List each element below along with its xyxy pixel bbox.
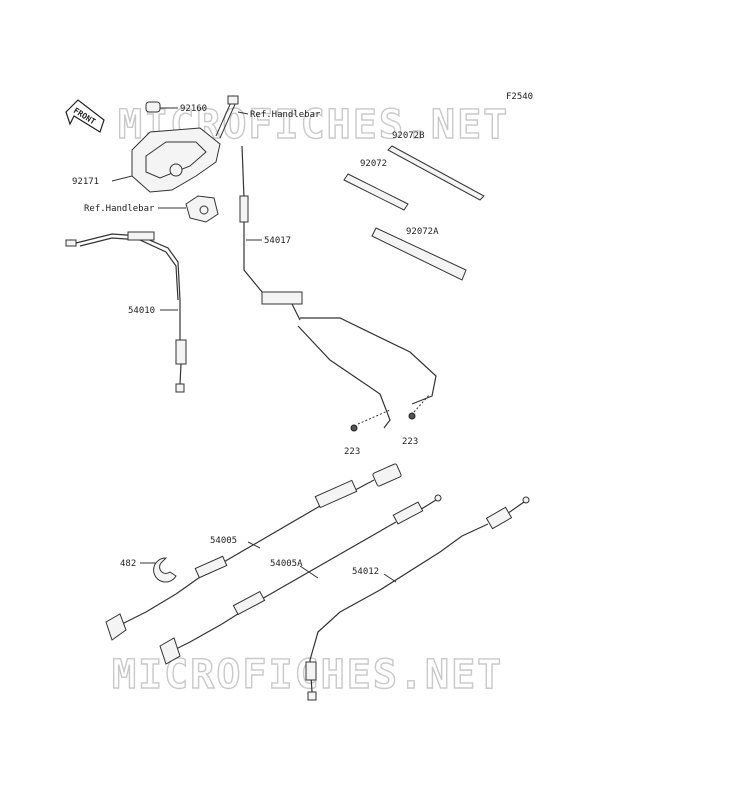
label-92160: 92160 (180, 104, 207, 114)
part-92160-cap (145, 101, 178, 113)
label-54010: 54010 (128, 306, 155, 316)
bolt-part (215, 95, 249, 139)
label-54005: 54005 (210, 536, 237, 546)
label-223-left: 223 (344, 447, 360, 457)
part-482-clip (140, 557, 177, 583)
part-92072B-band (387, 145, 485, 201)
label-54005A: 54005A (270, 559, 303, 569)
front-arrow-icon: FRONT (65, 99, 105, 133)
ref-handlebar-left: Ref.Handlebar (84, 204, 155, 214)
diagram-id: F2540 (506, 92, 533, 102)
label-54017: 54017 (264, 236, 291, 246)
label-92171: 92171 (72, 177, 99, 187)
label-92072B: 92072B (392, 131, 425, 141)
part-92072A-band (371, 227, 467, 281)
cable-54005 (105, 463, 402, 641)
cable-54012 (305, 496, 530, 701)
label-223-right: 223 (402, 437, 418, 447)
part-92171-throttle-case (111, 127, 221, 193)
cable-54005A (159, 494, 442, 665)
screw-223-right (408, 393, 431, 420)
handlebar-clamp (158, 195, 219, 223)
label-92072A: 92072A (406, 227, 439, 237)
part-92072-band (343, 173, 409, 211)
label-482: 482 (120, 559, 136, 569)
ref-handlebar-top: Ref.Handlebar (250, 110, 321, 120)
cable-54010 (65, 231, 187, 393)
label-92072: 92072 (360, 159, 387, 169)
screw-223-left (350, 409, 391, 432)
label-54012: 54012 (352, 567, 379, 577)
cable-54017 (239, 145, 437, 429)
